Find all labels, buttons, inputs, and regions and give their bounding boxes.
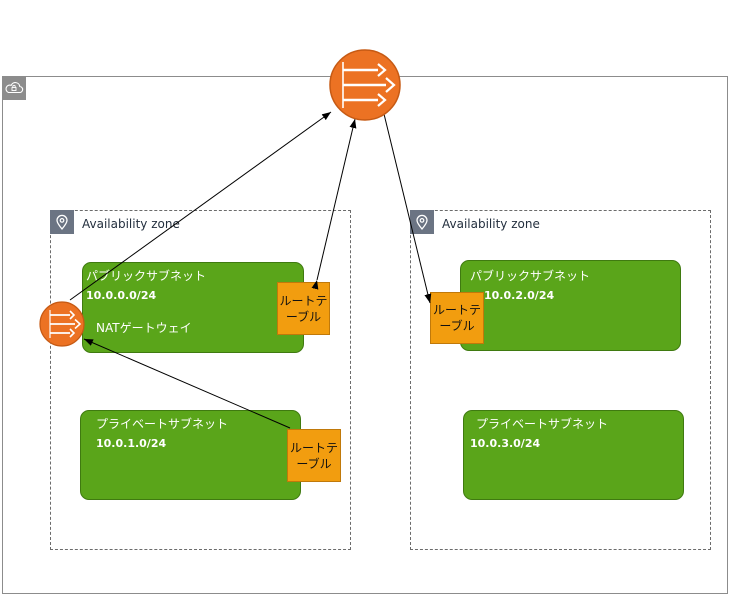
az-left-label: Availability zone [82, 217, 180, 231]
route-table-public-right-line2: ーブル [439, 319, 475, 333]
route-table-private-left-line1: ルートテ [289, 440, 338, 455]
route-table-public-left-line1: ルートテ [279, 293, 328, 308]
vpc-badge [2, 76, 26, 100]
public-subnet-right-cidr: 10.0.2.0/24 [484, 289, 555, 302]
public-subnet-right [460, 260, 681, 351]
route-table-public-right[interactable]: ルートテ ーブル [430, 292, 484, 344]
connector-private-rt-to-nat [83, 338, 291, 429]
route-table-public-left[interactable]: ルートテ ーブル [277, 282, 330, 335]
private-subnet-right-cidr: 10.0.3.0/24 [470, 437, 541, 450]
route-table-private-left[interactable]: ルートテ ーブル [287, 429, 341, 482]
availability-zone-right [410, 210, 711, 550]
az-left-badge [50, 210, 74, 234]
public-subnet-left-name: パブリックサブネット [86, 269, 207, 283]
route-table-public-left-line2: ーブル [285, 309, 322, 324]
az-right-label: Availability zone [442, 217, 540, 231]
nat-gateway-icon[interactable] [39, 301, 85, 347]
location-pin-icon [56, 214, 68, 231]
public-subnet-right-name: パブリックサブネット [470, 269, 591, 283]
nat-gateway-label: NATゲートウェイ [96, 321, 192, 335]
private-subnet-right-name: プライベートサブネット [476, 417, 609, 431]
private-subnet-right [463, 410, 684, 500]
public-subnet-left [82, 262, 304, 353]
private-subnet-left-name: プライベートサブネット [96, 417, 229, 431]
public-subnet-left-cidr: 10.0.0.0/24 [86, 289, 157, 302]
route-table-public-right-line1: ルートテ [432, 303, 481, 317]
cloud-lock-icon [5, 82, 24, 94]
availability-zone-left [50, 210, 351, 550]
route-table-private-left-line2: ーブル [296, 456, 332, 471]
connector-igw-rt-right [378, 104, 432, 304]
connector-rt-left-igw [311, 118, 357, 290]
private-subnet-left-cidr: 10.0.1.0/24 [96, 437, 167, 450]
internet-gateway-icon[interactable] [329, 49, 401, 121]
private-subnet-left [80, 410, 301, 500]
connector-nat-to-igw [69, 111, 332, 301]
